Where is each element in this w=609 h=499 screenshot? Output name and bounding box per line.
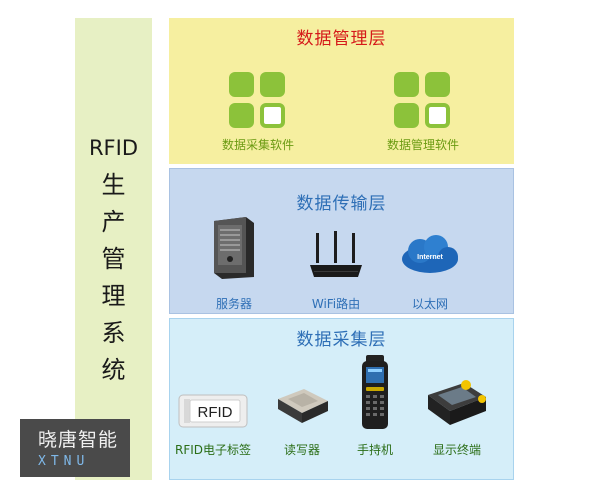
system-label-char: 产 — [101, 208, 126, 236]
brand-watermark: 晓唐智能 XTNU — [20, 419, 130, 477]
data-management-software-item: 数据管理软件 — [387, 70, 459, 152]
wifi-router-item: WiFi路由 — [308, 231, 364, 311]
item-label: 服务器 — [215, 297, 252, 311]
rfid-tag-icon: RFID — [178, 394, 248, 428]
item-label: 显示终端 — [432, 443, 481, 457]
display-terminal-item: 显示终端 — [424, 377, 490, 457]
item-label: RFID电子标签 — [174, 443, 252, 457]
system-label-char: 理 — [101, 282, 126, 310]
item-label: 以太网 — [411, 297, 448, 311]
display-terminal-icon — [428, 380, 486, 425]
watermark-en: XTNU — [38, 454, 90, 469]
internet-cloud-icon: Internet — [402, 235, 458, 273]
reader-item: 读写器 — [274, 385, 330, 457]
rfid-tag-label: RFID — [198, 404, 233, 421]
handheld-terminal-icon — [362, 355, 388, 429]
item-label: 数据管理软件 — [386, 138, 459, 152]
watermark-cn: 晓唐智能 — [38, 429, 119, 451]
layer-title: 数据传输层 — [296, 194, 387, 214]
data-management-layer: 数据管理层 数据采集软件 数据管理软件 — [169, 18, 514, 164]
data-collection-layer: 数据采集层 RFID RFID电子标签 读写器 — [169, 318, 514, 480]
system-label-panel: RFID 生 产 管 理 系 统 — [75, 18, 152, 480]
system-label-char: 统 — [101, 356, 126, 384]
system-label-text: RFID 生 产 管 理 系 统 — [75, 130, 152, 389]
item-label: 数据采集软件 — [221, 138, 294, 152]
card-reader-icon — [278, 389, 328, 423]
system-label-char: 管 — [101, 245, 126, 273]
item-label: 读写器 — [283, 443, 320, 457]
server-icon — [214, 217, 254, 279]
item-label: 手持机 — [356, 443, 393, 457]
item-label: WiFi路由 — [311, 297, 361, 311]
data-transmission-layer: 数据传输层 服务器 WiFi路由 — [169, 168, 514, 314]
cloud-label: Internet — [417, 254, 443, 261]
system-label-rfid: RFID — [88, 136, 139, 160]
ethernet-item: Internet 以太网 — [398, 233, 462, 311]
layer-title: 数据管理层 — [296, 29, 387, 49]
layer-title: 数据采集层 — [296, 330, 387, 350]
handheld-item: 手持机 — [357, 355, 393, 457]
rfid-tag-item: RFID RFID电子标签 — [175, 391, 251, 457]
wifi-router-icon — [310, 231, 362, 277]
data-collection-software-item: 数据采集软件 — [222, 70, 294, 152]
system-label-char: 生 — [101, 171, 126, 199]
server-item: 服务器 — [206, 215, 262, 311]
system-label-char: 系 — [101, 319, 126, 347]
